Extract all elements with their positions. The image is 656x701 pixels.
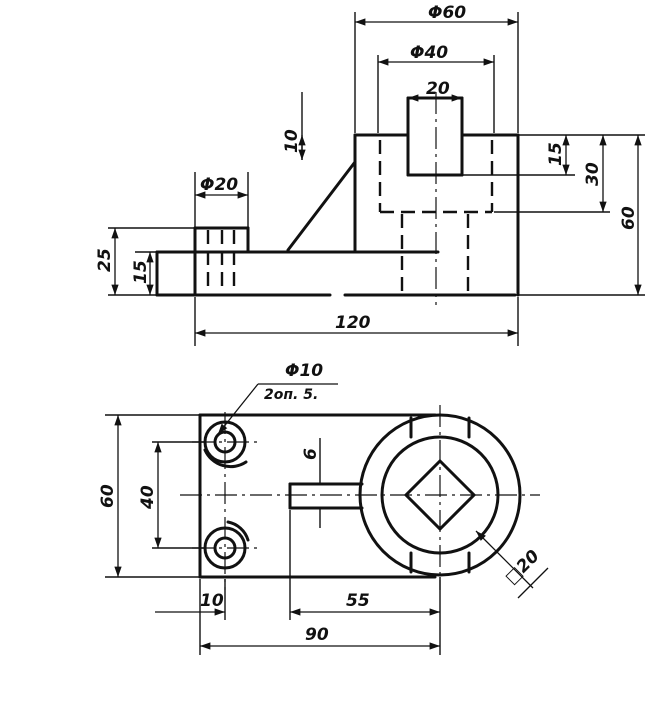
- dim-height-15-left: 15: [131, 260, 151, 284]
- dim-height-30: 30: [583, 162, 603, 186]
- dim-height-60-front: 60: [619, 206, 639, 230]
- extension-lines-top: [105, 414, 441, 655]
- top-view: Φ10 2оп. 5. 60 40 6 □20 10 55 90: [98, 361, 549, 655]
- dim-height-10: 10: [282, 129, 302, 153]
- dim-height-40: 40: [138, 485, 158, 510]
- main-cylinder: [353, 92, 520, 305]
- rib-edge: [286, 160, 357, 252]
- dim-width-6: 6: [301, 448, 321, 460]
- dim-width-20: 20: [426, 79, 450, 99]
- dim-width-10: 10: [200, 591, 224, 611]
- dimension-lines-top: [114, 383, 549, 650]
- dim-phi20: Φ20: [200, 175, 238, 195]
- dim-phi40: Φ40: [410, 43, 448, 63]
- left-boss: [193, 226, 250, 293]
- dim-width-90: 90: [305, 625, 329, 645]
- dim-phi60: Φ60: [428, 3, 466, 23]
- dimension-lines: [111, 18, 642, 337]
- dim-height-15-right: 15: [546, 142, 566, 166]
- front-view: Φ60 Φ40 20 10 15 30 60 Φ20 25 15 120: [95, 3, 645, 346]
- dim-phi10: Φ10: [285, 361, 323, 381]
- dim-width-55: 55: [346, 591, 370, 611]
- rib-slot: [288, 482, 364, 510]
- dim-square-20: □20: [501, 546, 543, 588]
- dim-height-60-top: 60: [98, 484, 118, 508]
- hole-bottom: [203, 520, 250, 570]
- dim-height-25: 25: [95, 248, 115, 272]
- holes-count-note: 2оп. 5.: [264, 387, 318, 403]
- dim-width-120: 120: [335, 313, 371, 333]
- base-plate-outline: [155, 226, 517, 297]
- extension-lines: [108, 12, 645, 346]
